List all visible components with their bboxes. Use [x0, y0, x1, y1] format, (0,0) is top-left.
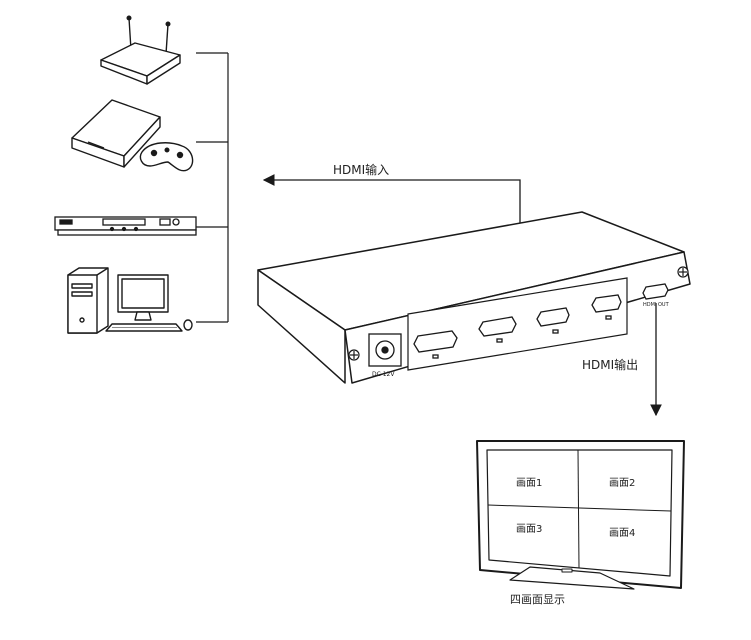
screen-quad-1: 画面1	[516, 478, 543, 489]
hdmi-input-ports	[413, 294, 622, 359]
router-icon	[100, 15, 181, 85]
tv-caption: 四画面显示	[510, 593, 565, 606]
dvd-player-icon	[54, 216, 197, 236]
dc-port-label: DC 12V	[372, 371, 395, 378]
dc-power-jack	[368, 333, 402, 367]
hdmi-out-label: HDMI输出	[582, 358, 639, 372]
screen-quad-4: 画面4	[609, 528, 636, 539]
game-console-icon	[71, 99, 194, 172]
screw-icon	[348, 266, 689, 361]
port-panel	[407, 277, 628, 371]
screen-quad-3: 画面3	[516, 524, 543, 535]
hdmi-output-port	[642, 283, 669, 300]
input-bracket	[196, 52, 229, 323]
desktop-computer-icon	[67, 267, 193, 334]
screen-quad-2: 画面2	[609, 478, 636, 489]
hdmi-in-label: HDMI输入	[333, 163, 390, 177]
tv-display-icon	[476, 440, 685, 590]
